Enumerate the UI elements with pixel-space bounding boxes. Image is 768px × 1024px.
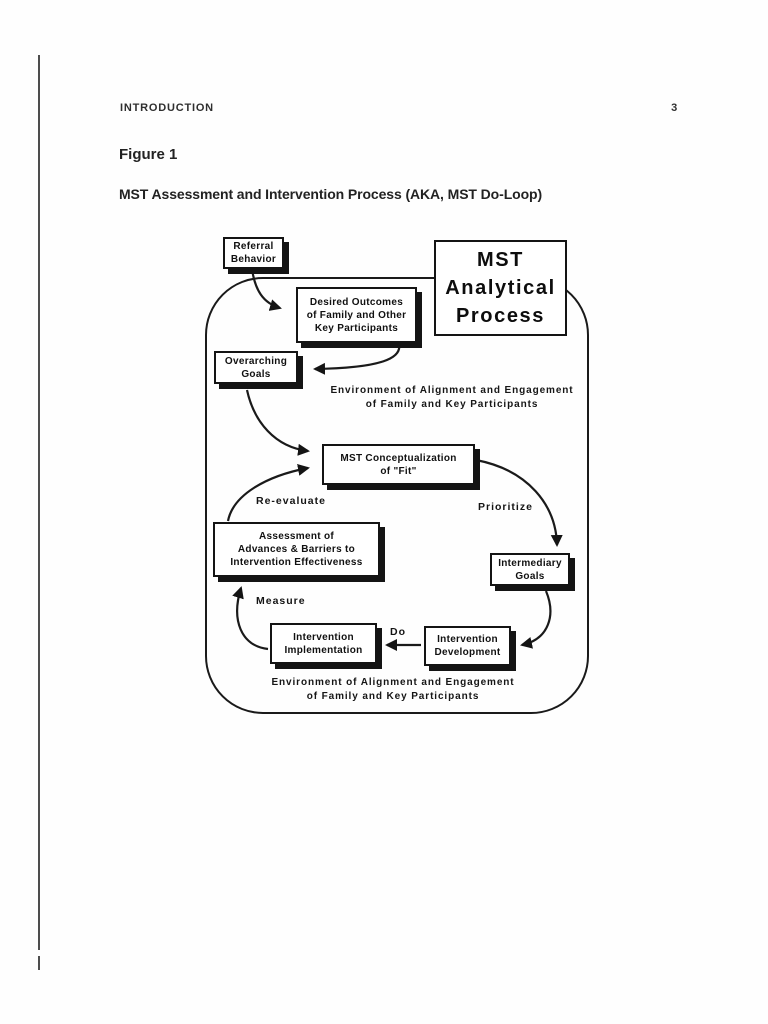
figure-title: MST Assessment and Intervention Process … (119, 186, 543, 202)
node-overarching-goals: Overarching Goals (214, 351, 298, 384)
page-number: 3 (671, 102, 678, 114)
running-header: INTRODUCTION 3 (120, 102, 678, 114)
analytical-process-title-box: MST Analytical Process (434, 240, 567, 336)
loop-boundary (205, 277, 589, 714)
scan-gutter-line (38, 55, 40, 950)
environment-top-label: Environment of Alignment and Engagement … (330, 385, 574, 410)
figure-label: Figure 1 (119, 146, 178, 163)
environment-bottom-label: Environment of Alignment and Engagement … (271, 677, 515, 702)
arrow-label-do: Do (390, 626, 406, 638)
node-referral-behavior: Referral Behavior (223, 237, 284, 269)
node-mst-conceptualization: MST Conceptualization of "Fit" (322, 444, 475, 485)
node-intervention-development: Intervention Development (424, 626, 511, 666)
arrow-label-prioritize: Prioritize (478, 501, 533, 513)
arrow-label-re-evaluate: Re-evaluate (256, 495, 326, 507)
node-assessment-advances-barriers: Assessment of Advances & Barriers to Int… (213, 522, 380, 577)
node-intermediary-goals: Intermediary Goals (490, 553, 570, 586)
scan-gutter-line-segment (38, 956, 40, 970)
node-intervention-implementation: Intervention Implementation (270, 623, 377, 664)
node-desired-outcomes: Desired Outcomes of Family and Other Key… (296, 287, 417, 343)
running-header-text: INTRODUCTION (120, 102, 214, 114)
arrow-label-measure: Measure (256, 595, 306, 607)
